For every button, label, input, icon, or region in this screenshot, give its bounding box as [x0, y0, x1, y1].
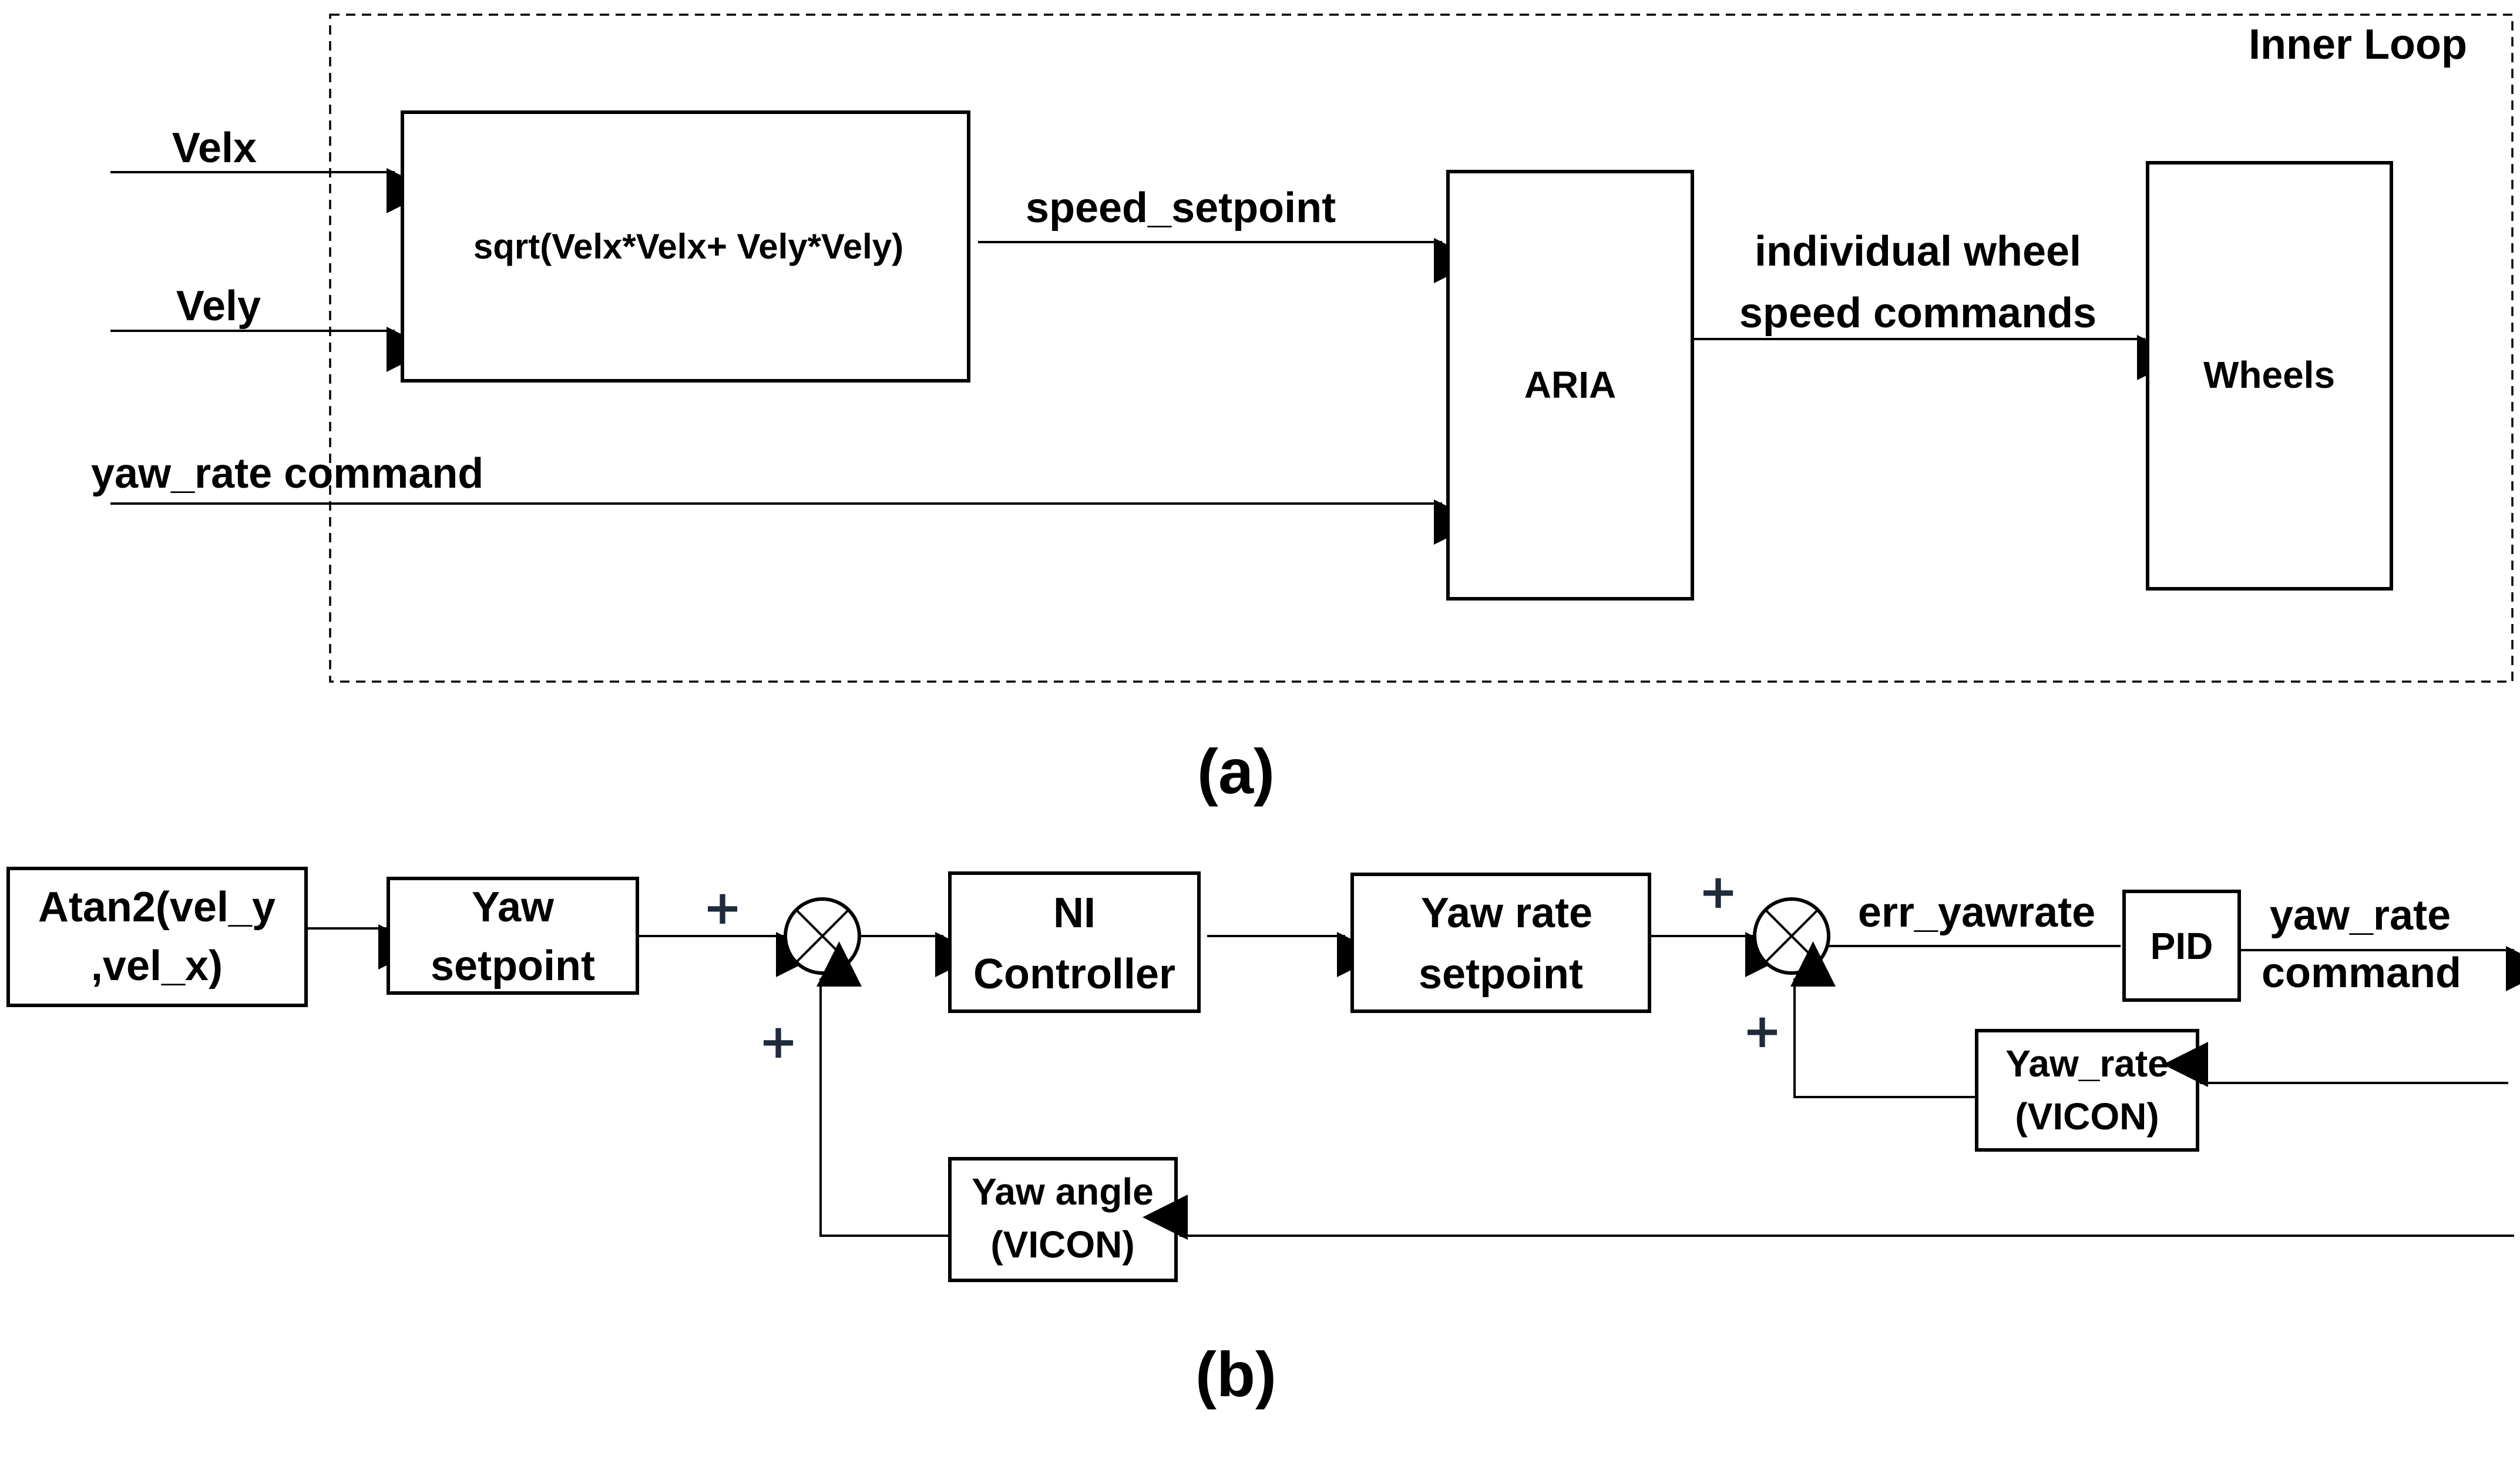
yaw-rate-setpoint-label-line2: setpoint [1419, 951, 1583, 998]
vely-label: Vely [176, 283, 261, 330]
speed-setpoint-label: speed_setpoint [1026, 185, 1336, 232]
wheel-commands-label-line2: speed commands [1739, 290, 2096, 337]
ni-controller-label-line2: Controller [973, 951, 1175, 998]
inner-loop-frame [329, 14, 2514, 683]
yaw-setpoint-label-line1: Yaw [472, 884, 555, 931]
yaw-rate-vicon-label-line2: (VICON) [2015, 1095, 2159, 1138]
sum2-plus-bottom: + [1742, 1004, 1782, 1058]
panel-b: Atan2(vel_y ,vel_x) Yaw setpoint + + NI … [6, 864, 2520, 1410]
pid-block-label: PID [2151, 925, 2213, 967]
atan2-block-label-line1: Atan2(vel_y [38, 884, 275, 931]
wheels-block-label: Wheels [2203, 354, 2335, 396]
sqrt-block-label: sqrt(Velx*Velx+ Vely*Vely) [473, 227, 903, 266]
yaw-rate-vicon-block [1975, 1029, 2199, 1152]
summing-junction-1 [784, 897, 861, 975]
sum2-plus-top: + [1698, 864, 1738, 919]
yaw-angle-vicon-label-line1: Yaw angle [972, 1170, 1153, 1213]
sum1-plus-top: + [703, 880, 742, 935]
wheel-commands-label-line1: individual wheel [1755, 228, 2081, 275]
yaw-angle-feedback-to-sum1-arrow [817, 941, 950, 1237]
output-label-line2: command [2262, 950, 2461, 997]
ni-controller-block [948, 871, 1201, 1013]
pid-block [2122, 890, 2241, 1002]
sum1-plus-bottom: + [758, 1014, 798, 1069]
aria-block [1446, 170, 1694, 601]
yaw-setpoint-label-line2: setpoint [431, 943, 595, 990]
yaw-rate-vicon-label-line1: Yaw_rate [2005, 1042, 2169, 1085]
output-label-line1: yaw_rate [2270, 892, 2451, 939]
atan2-block-label-line2: ,vel_x) [91, 943, 223, 990]
wheels-block [2146, 161, 2393, 591]
atan2-block [6, 867, 308, 1007]
summing-junction-2 [1753, 897, 1830, 975]
yaw-angle-vicon-label-line2: (VICON) [990, 1223, 1134, 1266]
yaw-rate-setpoint-label-line1: Yaw rate [1421, 890, 1592, 937]
caption-a: (a) [1197, 736, 1275, 807]
sqrt-block [401, 110, 970, 383]
yaw-rate-feedback-to-sum2-arrow [1790, 941, 1977, 1098]
panel-a: Inner Loop Velx Vely yaw_rate command sq… [91, 14, 2514, 807]
yaw-rate-setpoint-block [1350, 873, 1651, 1013]
yaw-rate-command-label: yaw_rate command [91, 450, 483, 497]
yaw-angle-vicon-block [948, 1157, 1178, 1282]
err-yawrate-label: err_yawrate [1858, 889, 2095, 936]
caption-b: (b) [1195, 1339, 1276, 1410]
aria-block-label: ARIA [1524, 364, 1616, 406]
velx-label: Velx [172, 125, 257, 172]
yaw-setpoint-block [387, 877, 639, 995]
inner-loop-title: Inner Loop [2249, 21, 2467, 68]
ni-controller-label-line1: NI [1053, 890, 1096, 937]
